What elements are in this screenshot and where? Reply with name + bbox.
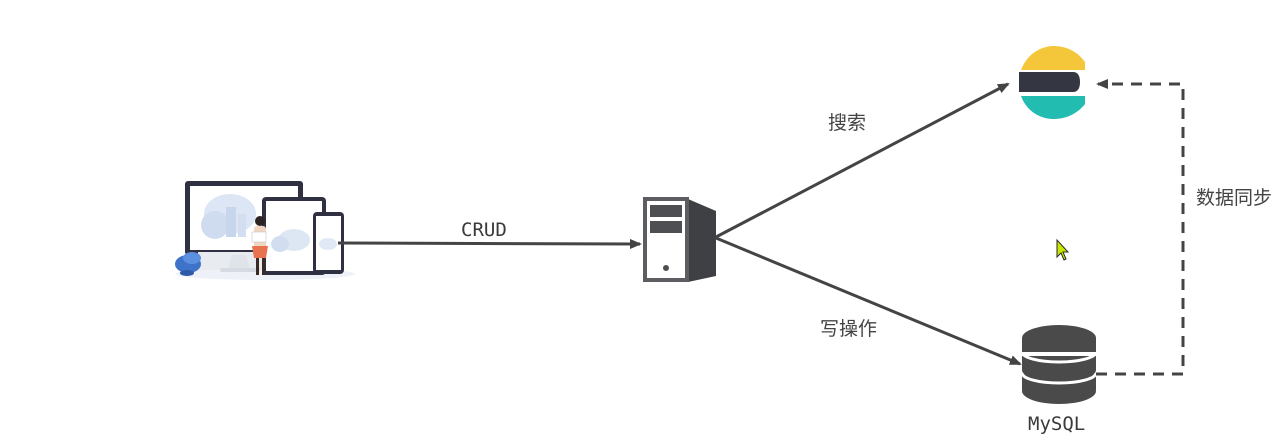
server-icon <box>643 197 716 282</box>
write-arrow <box>715 236 1022 366</box>
mouse-cursor-icon <box>1056 238 1070 261</box>
crud-label: CRUD <box>461 219 507 241</box>
crud-arrow <box>337 238 642 249</box>
search-arrow <box>715 82 1010 239</box>
mysql-label: MySQL <box>1028 413 1085 435</box>
database-icon <box>1020 325 1098 404</box>
elasticsearch-logo-icon <box>1019 46 1085 119</box>
devices-illustration-icon <box>175 181 355 280</box>
sync-arrow <box>1096 79 1185 376</box>
write-label: 写操作 <box>820 318 877 340</box>
sync-label: 数据同步 <box>1196 187 1272 209</box>
search-label: 搜索 <box>828 112 866 134</box>
